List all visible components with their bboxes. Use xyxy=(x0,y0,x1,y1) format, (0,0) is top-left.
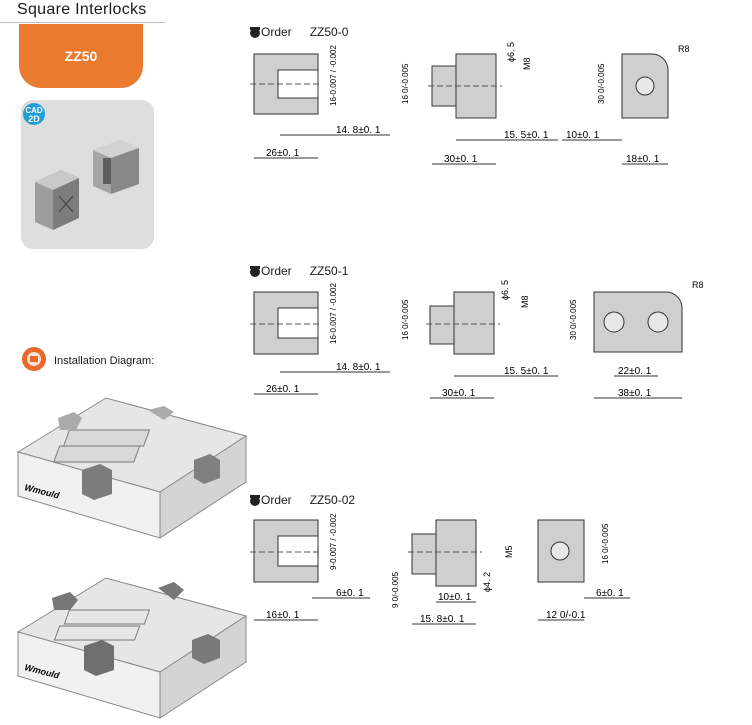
dim-h: 9 0/-0.005 xyxy=(391,571,400,608)
order-label: Order xyxy=(261,264,292,278)
dim-d1: 14. 8±0. 1 xyxy=(336,362,381,373)
page-title: Square Interlocks xyxy=(17,1,147,18)
dim-r: R8 xyxy=(692,280,704,290)
drawings-zz50-02: 9-0.007 / -0.002 6±0. 1 16±0. 1 9 0/-0.0… xyxy=(250,513,630,625)
title-divider xyxy=(0,22,165,23)
dim-tol-a: 9-0.007 / -0.002 xyxy=(329,513,338,570)
dim-r: R8 xyxy=(678,44,690,54)
order-line-2: Order ZZ50-02 xyxy=(249,493,355,507)
installation-icon xyxy=(22,347,46,371)
dim-d5: 22±0. 1 xyxy=(618,366,652,377)
badge-bottom-label: 2D xyxy=(28,114,40,124)
model-tab-label: ZZ50 xyxy=(64,48,98,64)
order-line-1: Order ZZ50-1 xyxy=(249,264,348,278)
dim-phi: ϕ6. 5 xyxy=(506,42,516,62)
installation-label: Installation Diagram: xyxy=(54,355,155,367)
mold-plate-bottom: Wmould xyxy=(14,570,250,725)
phone-icon xyxy=(250,495,260,506)
dim-d5: 10±0. 1 xyxy=(566,130,600,141)
dim-h: 16 0/-0.005 xyxy=(401,299,410,340)
dim-h2: 16 0/-0.005 xyxy=(601,523,610,564)
dim-m: M5 xyxy=(504,545,514,558)
dim-phi: ϕ4. 2 xyxy=(482,572,492,592)
order-code: ZZ50-1 xyxy=(309,264,349,278)
dim-d6: 12 0/-0.1 xyxy=(546,610,586,621)
interlock-photo-illustration xyxy=(35,140,139,230)
dim-d2: 26±0. 1 xyxy=(266,148,300,159)
dim-d3: 10±0. 1 xyxy=(438,592,472,603)
dim-d4: 30±0. 1 xyxy=(444,154,478,165)
dim-d2: 26±0. 1 xyxy=(266,384,300,395)
dim-d1: 6±0. 1 xyxy=(336,588,364,599)
drawings-zz50-0: 16-0.007 / -0.002 14. 8±0. 1 26±0. 1 16 … xyxy=(250,42,690,165)
dim-h: 16 0/-0.005 xyxy=(401,63,410,104)
dim-d4: 30±0. 1 xyxy=(442,388,476,399)
order-label: Order xyxy=(261,493,292,507)
dim-tol-a: 16-0.007 / -0.002 xyxy=(329,283,338,344)
mold-plate-top: Wmould xyxy=(14,390,250,545)
dim-d3: 15. 5±0. 1 xyxy=(504,366,549,377)
dim-m: M8 xyxy=(522,57,532,70)
dim-d1: 14. 8±0. 1 xyxy=(336,125,381,136)
order-code: ZZ50-0 xyxy=(309,25,349,39)
model-tab[interactable]: ZZ50 xyxy=(19,24,143,88)
dim-d4: 15. 8±0. 1 xyxy=(420,614,465,625)
dim-d2: 16±0. 1 xyxy=(266,610,300,621)
dim-d6: 38±0. 1 xyxy=(618,388,652,399)
dim-tol-a: 16-0.007 / -0.002 xyxy=(329,45,338,106)
dim-d6: 18±0. 1 xyxy=(626,154,660,165)
dim-d3: 15. 5±0. 1 xyxy=(504,130,549,141)
phone-icon xyxy=(250,27,260,38)
product-photo xyxy=(21,100,154,249)
order-line-0: Order ZZ50-0 xyxy=(249,25,348,39)
cad-2d-badge[interactable]: CAD 2D xyxy=(23,103,45,125)
dim-phi: ϕ6. 5 xyxy=(500,280,510,300)
dim-h2: 30 0/-0.005 xyxy=(569,299,578,340)
phone-icon xyxy=(250,266,260,277)
dim-m: M8 xyxy=(520,295,530,308)
badge-top-label: CAD xyxy=(25,106,43,115)
order-code: ZZ50-02 xyxy=(309,493,356,507)
dim-h2: 30 0/-0.005 xyxy=(597,63,606,104)
dim-d5: 6±0. 1 xyxy=(596,588,624,599)
drawings-zz50-1: 16-0.007 / -0.002 14. 8±0. 1 26±0. 1 16 … xyxy=(250,280,704,399)
order-label: Order xyxy=(261,25,292,39)
